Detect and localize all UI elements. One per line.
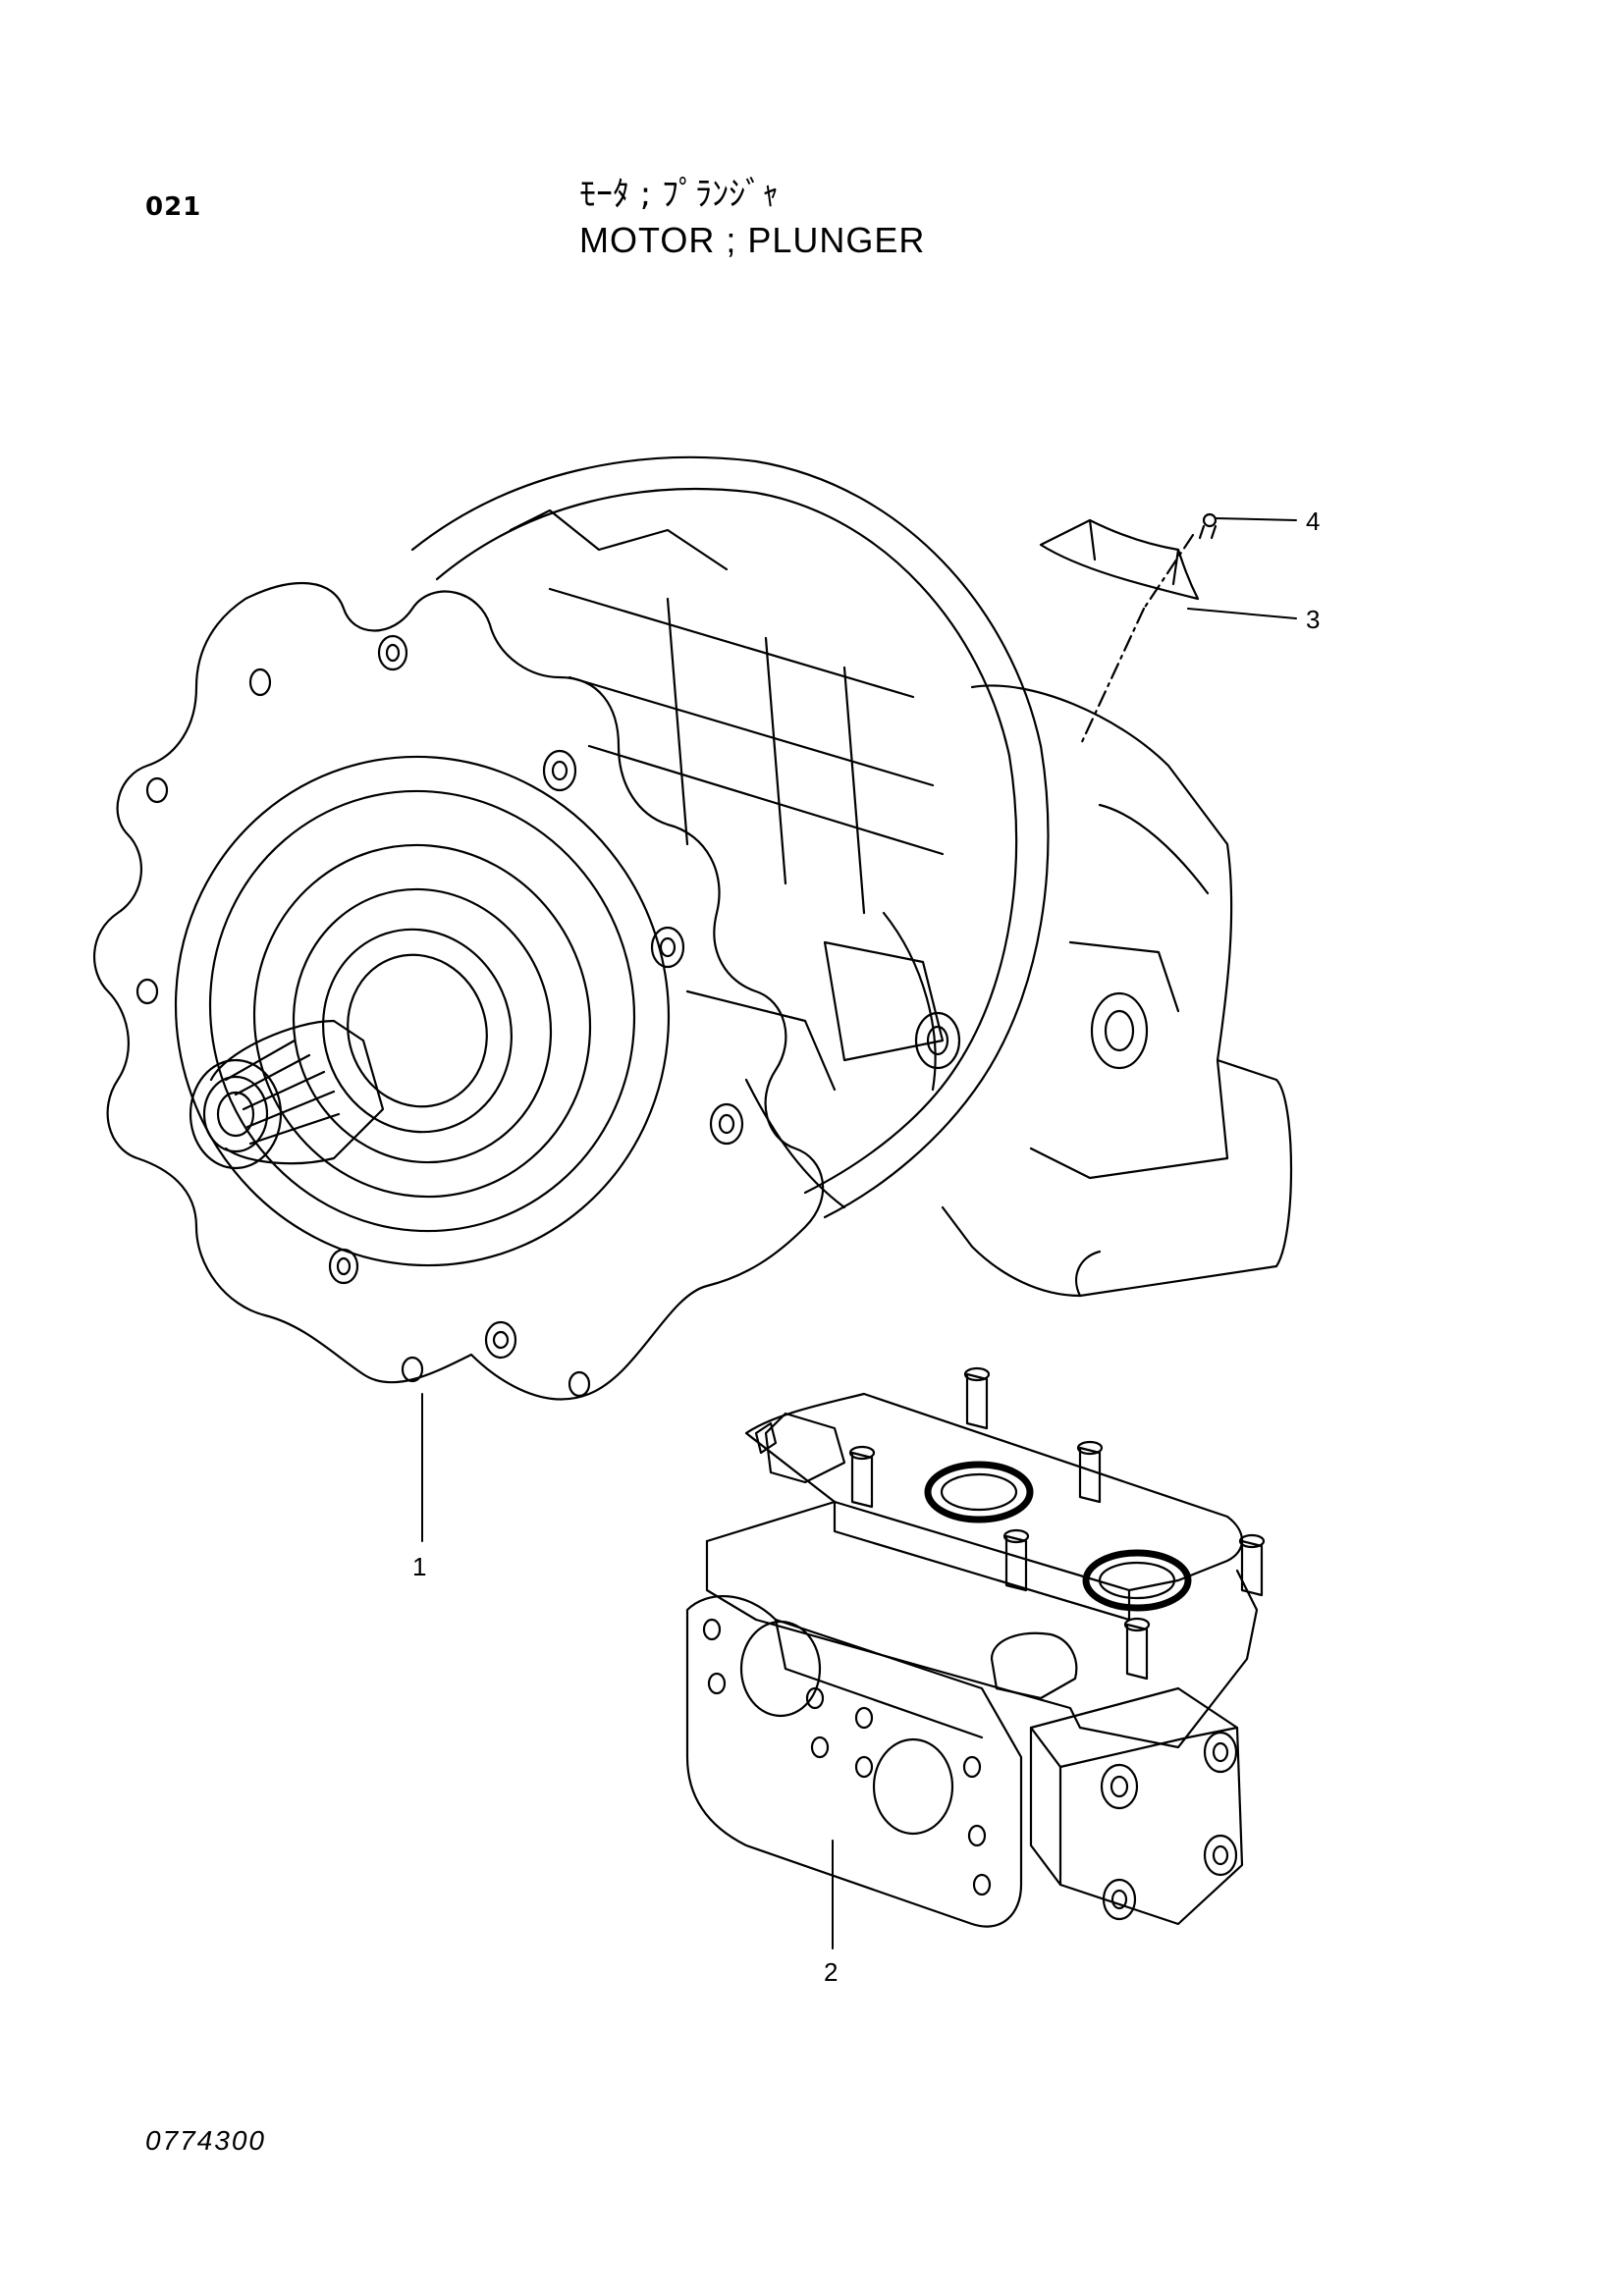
title-english: MOTOR ; PLUNGER bbox=[579, 220, 926, 260]
callout-1[interactable]: 1 bbox=[412, 1552, 426, 1581]
valve-studs bbox=[848, 1366, 1266, 1681]
drawing-number: 0774300 bbox=[145, 2125, 267, 2156]
callout-2[interactable]: 2 bbox=[824, 1957, 838, 1987]
title-japanese: ﾓｰﾀ ; ﾌﾟﾗﾝｼﾞｬ bbox=[579, 175, 780, 214]
callout-4[interactable]: 4 bbox=[1306, 507, 1320, 536]
leader-line-3 bbox=[1187, 608, 1297, 619]
hydraulic-motor bbox=[92, 455, 1293, 1401]
callout-leaders bbox=[421, 517, 1297, 1949]
leader-line-4 bbox=[1215, 517, 1297, 521]
page-code: 021 bbox=[145, 192, 202, 222]
control-valve bbox=[685, 1366, 1266, 1928]
name-plate-and-screw bbox=[1039, 512, 1218, 748]
callout-3[interactable]: 3 bbox=[1306, 605, 1320, 634]
